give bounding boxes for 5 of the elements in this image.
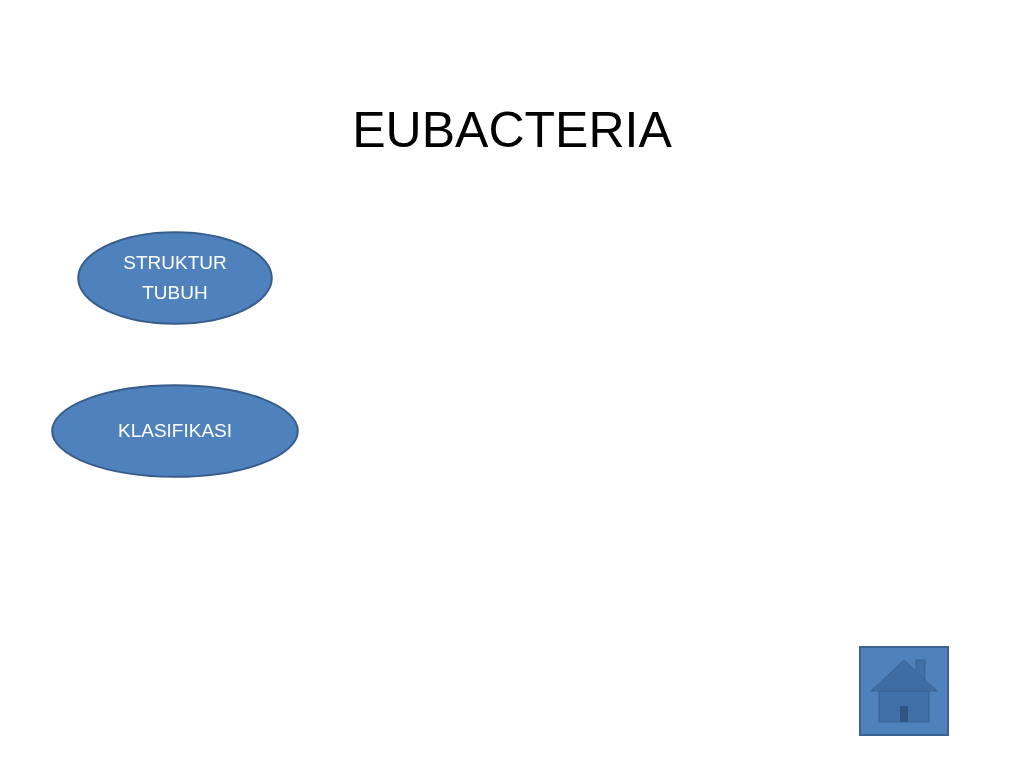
oval-node — [51, 384, 299, 478]
node-label: STRUKTUR TUBUH — [122, 251, 228, 305]
node-label: KLASIFIKASI — [116, 419, 233, 443]
slide-title: EUBACTERIA — [351, 101, 673, 160]
oval-node — [77, 231, 273, 325]
